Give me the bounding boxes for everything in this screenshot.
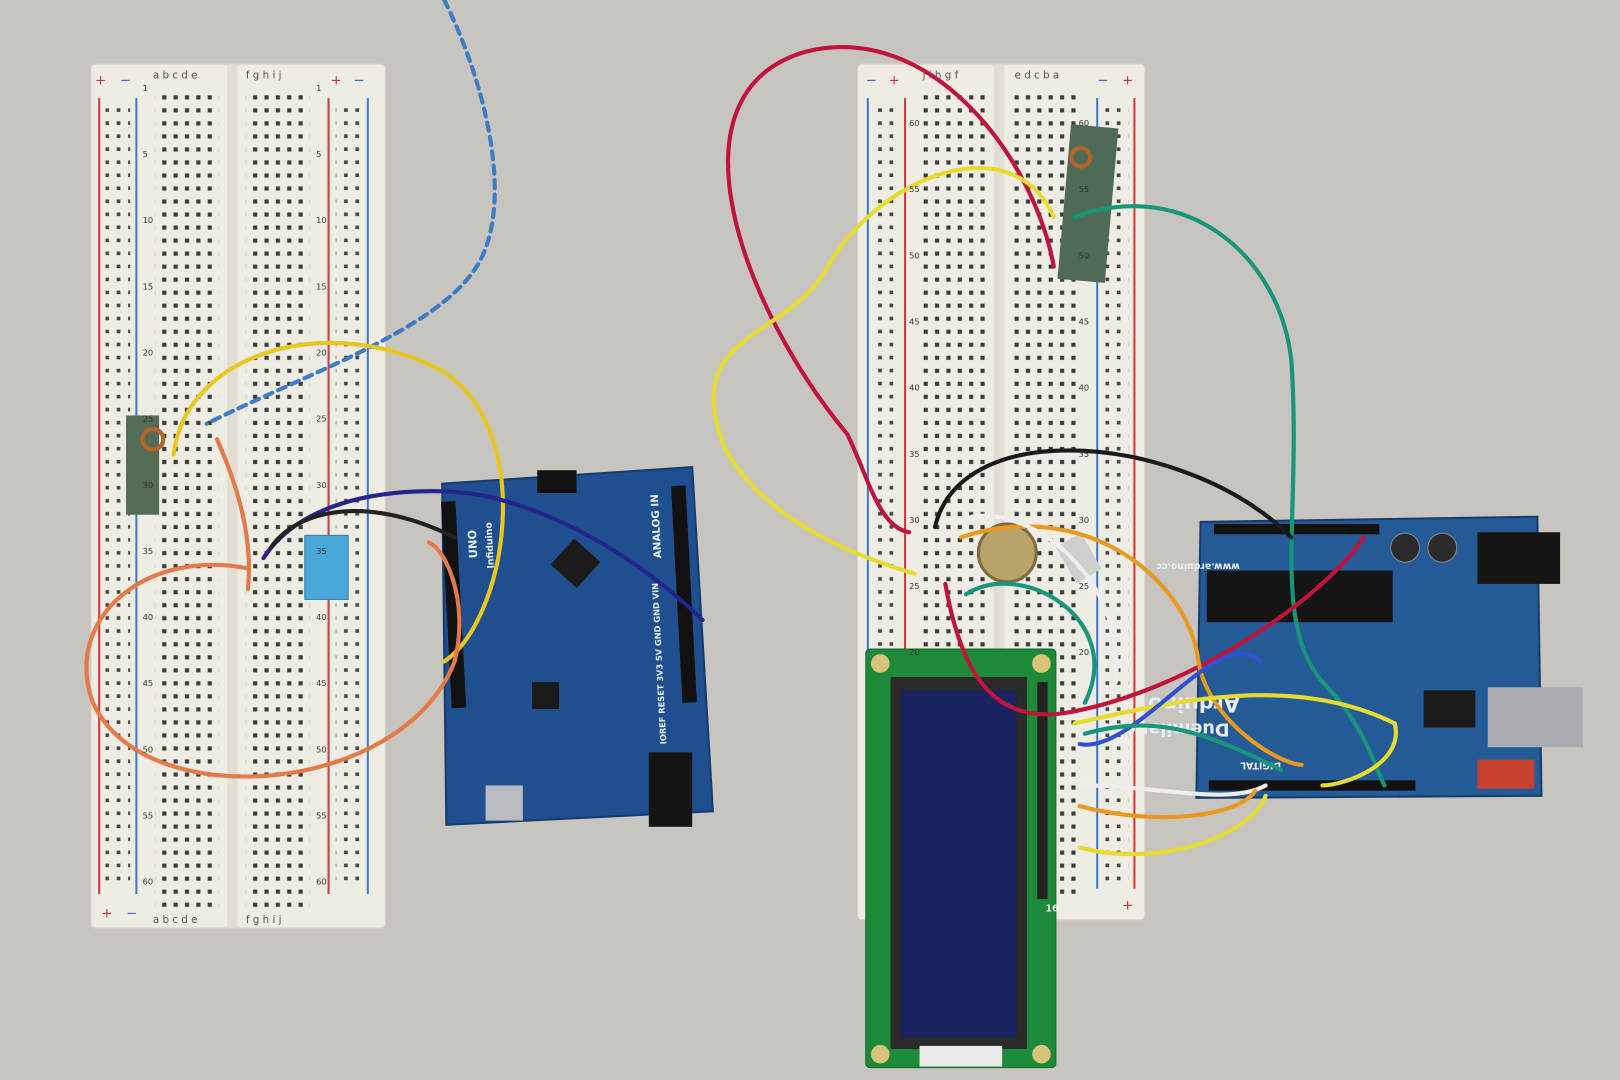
row-number: 55	[316, 811, 326, 821]
rf-coil-left	[140, 426, 166, 452]
row-number: 50	[1079, 250, 1089, 260]
board-brand: UNO	[465, 529, 480, 558]
row-number: 45	[1079, 317, 1089, 327]
row-number: 10	[316, 215, 326, 225]
row-number: 25	[1079, 581, 1089, 591]
lcd-module: 16	[865, 648, 1059, 1069]
plus-rail-label: +	[889, 74, 900, 89]
row-number: 35	[909, 449, 919, 459]
row-number: 50	[909, 250, 919, 260]
row-number: 50	[316, 744, 326, 754]
row-number: 15	[316, 281, 326, 291]
potentiometer-shaft	[1055, 532, 1102, 584]
left-arduino-board: UNO Infiduino ANALOG IN IOREF RESET 3V3 …	[440, 466, 714, 827]
row-number: 45	[143, 678, 153, 688]
row-number: 55	[1079, 184, 1089, 194]
right-arduino-board: Arduino Duemilanove www.arduino.cc DIGIT…	[1100, 515, 1583, 799]
row-number: 20	[143, 348, 153, 358]
row-number: 60	[316, 877, 326, 887]
analog-in-label: ANALOG IN	[649, 494, 664, 559]
column-labels-right: f g h i j	[246, 70, 282, 82]
dht-sensor	[304, 534, 349, 600]
row-number: 25	[909, 581, 919, 591]
row-number: 45	[909, 317, 919, 327]
row-number: 55	[909, 184, 919, 194]
column-labels-right: e d c b a	[1015, 70, 1060, 82]
potentiometer	[976, 522, 1038, 584]
column-labels-left-bottom: a b c d e	[153, 914, 198, 926]
row-number: 30	[1079, 515, 1089, 525]
row-number: 40	[1079, 383, 1089, 393]
column-labels-left: a b c d e	[153, 70, 198, 82]
rf-coil-right	[1069, 145, 1093, 169]
row-number: 25	[316, 414, 326, 424]
row-number: 45	[316, 678, 326, 688]
right-row-numbers: 60 60 55 55 50 50 45 45 40 40 35 35 30 30 25 25 20 20	[909, 118, 1089, 657]
minus-rail-label: −	[126, 907, 137, 922]
row-number: 20	[1079, 647, 1089, 657]
row-number: 35	[1079, 449, 1089, 459]
plus-rail-label: +	[101, 907, 112, 922]
row-number: 35	[316, 546, 326, 556]
wires	[84, 0, 1398, 857]
lcd-pin-label: 16	[1046, 904, 1059, 915]
row-number: 60	[909, 118, 919, 128]
row-number: 5	[143, 149, 148, 159]
row-number: 20	[909, 647, 919, 657]
row-number: 30	[316, 480, 326, 490]
plus-rail-label: +	[1122, 74, 1133, 89]
row-number: 55	[143, 811, 153, 821]
digital-label: DIGITAL	[1240, 760, 1281, 771]
minus-rail-label: −	[353, 74, 364, 89]
row-number: 30	[143, 480, 153, 490]
row-number: 1	[316, 83, 321, 93]
row-number: 1	[143, 83, 148, 93]
minus-rail-label: −	[120, 74, 131, 89]
plus-rail-label: +	[1122, 898, 1133, 913]
row-number: 35	[143, 546, 153, 556]
row-number: 20	[316, 348, 326, 358]
plus-rail-label: +	[331, 74, 342, 89]
column-labels-right-bottom: f g h i j	[246, 914, 282, 926]
row-number: 5	[316, 149, 321, 159]
row-number: 50	[143, 744, 153, 754]
website-label: www.arduino.cc	[1156, 560, 1239, 571]
row-number: 25	[143, 414, 153, 424]
row-number: 60	[1079, 118, 1089, 128]
row-number: 30	[909, 515, 919, 525]
row-number: 40	[316, 612, 326, 622]
row-number: 15	[143, 281, 153, 291]
minus-rail-label: −	[866, 74, 877, 89]
row-number: 40	[143, 612, 153, 622]
row-number: 40	[909, 383, 919, 393]
row-number: 10	[143, 215, 153, 225]
plus-rail-label: +	[95, 74, 106, 89]
row-number: 60	[143, 877, 153, 887]
rf-module-left	[126, 415, 160, 515]
minus-rail-label: −	[1097, 74, 1108, 89]
board-model: Infiduino	[483, 522, 496, 569]
